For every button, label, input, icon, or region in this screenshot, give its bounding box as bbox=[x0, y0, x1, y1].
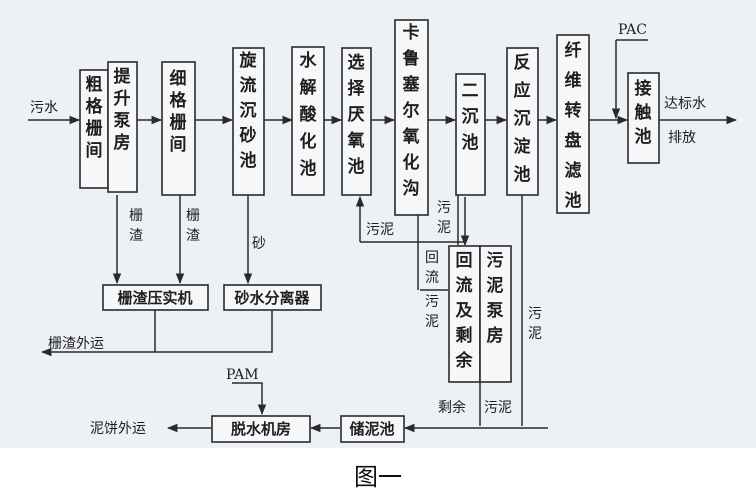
svg-text:砂水分离器: 砂水分离器 bbox=[234, 289, 310, 307]
label-pam: PAM bbox=[226, 367, 259, 383]
label-return-1: 回流 bbox=[425, 250, 439, 286]
unit-screen-press: 栅渣压实机 bbox=[102, 284, 209, 311]
svg-text:储泥池: 储泥池 bbox=[349, 420, 394, 438]
svg-text:提升泵房: 提升泵房 bbox=[114, 67, 132, 153]
unit-return-excess: 回流及剩余 bbox=[448, 245, 481, 383]
label-sand: 砂 bbox=[252, 236, 266, 252]
figure-caption: 图一 bbox=[354, 463, 402, 491]
svg-text:粗格栅间: 粗格栅间 bbox=[86, 74, 104, 161]
label-cake-out: 泥饼外运 bbox=[90, 421, 146, 437]
separator-out-line bbox=[155, 310, 273, 353]
label-screenings-out: 栅渣外运 bbox=[48, 336, 104, 352]
svg-text:细格栅间: 细格栅间 bbox=[170, 68, 188, 155]
svg-text:纤维转盘滤池: 纤维转盘滤池 bbox=[565, 40, 582, 211]
label-pac: PAC bbox=[618, 22, 647, 38]
svg-text:回流及剩余: 回流及剩余 bbox=[455, 251, 474, 371]
unit-dewatering: 脱水机房 bbox=[211, 415, 311, 443]
label-excess: 剩余 bbox=[438, 399, 466, 416]
svg-text:脱水机房: 脱水机房 bbox=[231, 420, 291, 438]
svg-text:接触池: 接触池 bbox=[634, 78, 652, 147]
label-sludge-reaction: 污泥 bbox=[528, 306, 542, 342]
label-sludge-anoxic: 污泥 bbox=[366, 222, 394, 238]
label-discharge-2: 排放 bbox=[668, 130, 696, 146]
main-flow-lines bbox=[28, 39, 738, 125]
label-sewage: 污水 bbox=[30, 100, 58, 116]
svg-text:水解酸化池: 水解酸化池 bbox=[300, 50, 318, 179]
svg-text:二沉池: 二沉池 bbox=[462, 81, 479, 153]
unit-anoxic: 选择厌氧池 bbox=[341, 47, 372, 196]
svg-text:栅渣压实机: 栅渣压实机 bbox=[117, 289, 192, 307]
unit-fiber-filter: 纤维转盘滤池 bbox=[556, 34, 590, 214]
label-sludge-clarifier: 污泥 bbox=[437, 200, 451, 236]
svg-text:旋流沉砂池: 旋流沉砂池 bbox=[239, 50, 258, 171]
unit-grit-chamber: 旋流沉砂池 bbox=[232, 47, 265, 196]
unit-lift-pump: 提升泵房 bbox=[107, 61, 138, 193]
label-screenings-1: 栅渣 bbox=[129, 208, 143, 244]
svg-text:反应沉淀池: 反应沉淀池 bbox=[514, 53, 532, 185]
arrow-pam-dose bbox=[232, 382, 267, 416]
unit-carrousel-ditch: 卡鲁塞尔氧化沟 bbox=[394, 19, 429, 216]
unit-secondary-clarifier: 二沉池 bbox=[455, 73, 486, 196]
label-screenings-2: 栅渣 bbox=[186, 208, 200, 244]
unit-coarse-screen: 粗格栅间 bbox=[79, 69, 109, 189]
svg-text:卡鲁塞尔氧化沟: 卡鲁塞尔氧化沟 bbox=[402, 22, 421, 199]
unit-sludge-tank: 储泥池 bbox=[340, 415, 405, 443]
unit-sludge-pump: 污泥泵房 bbox=[479, 245, 512, 383]
unit-contact-tank: 接触池 bbox=[627, 72, 660, 164]
unit-hydrolysis: 水解酸化池 bbox=[291, 46, 325, 196]
unit-grit-separator: 砂水分离器 bbox=[223, 284, 322, 311]
caption-area: 图一 bbox=[354, 463, 402, 491]
label-discharge-1: 达标水 bbox=[664, 96, 706, 112]
unit-fine-screen: 细格栅间 bbox=[161, 61, 196, 196]
unit-reaction-settling: 反应沉淀池 bbox=[506, 47, 539, 196]
process-flow-diagram: 粗格栅间 提升泵房 细格栅间 旋流沉砂池 水解酸化池 选择厌氧池 卡鲁塞尔氧化沟… bbox=[28, 19, 738, 443]
svg-text:选择厌氧池: 选择厌氧池 bbox=[347, 53, 366, 177]
label-excess-sludge: 污泥 bbox=[484, 400, 512, 416]
svg-text:污泥泵房: 污泥泵房 bbox=[487, 250, 504, 346]
label-return-2: 污泥 bbox=[425, 294, 439, 330]
side-flow-lines bbox=[40, 195, 548, 433]
